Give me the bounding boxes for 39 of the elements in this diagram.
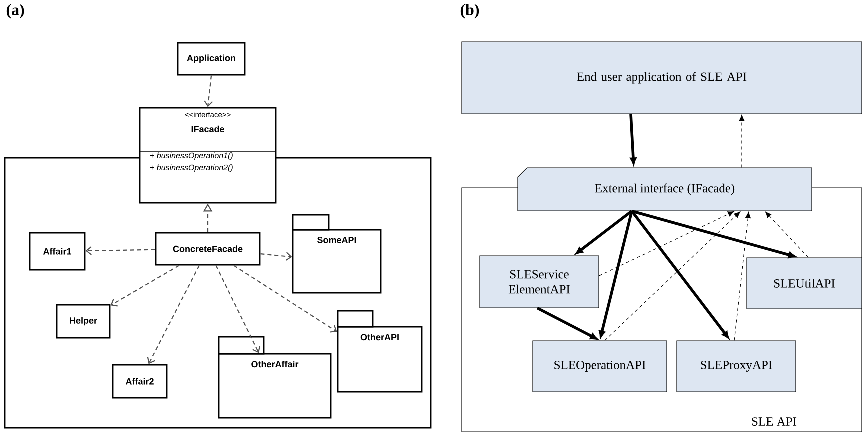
panel-label: (b) (460, 4, 480, 19)
arrow (604, 212, 740, 341)
class-box: SLEOperationAPI (532, 340, 668, 392)
class-box: Affair2 (112, 364, 168, 399)
arrow (260, 252, 292, 262)
arrow (147, 265, 200, 364)
package-box: OtherAffair (218, 336, 332, 419)
arrow (630, 210, 730, 339)
arrow (632, 210, 796, 258)
arrow (599, 210, 634, 338)
class-box: SLEService ElementAPI (480, 256, 600, 308)
class-box: End user application of SLE API (462, 42, 862, 114)
arrow (599, 211, 734, 276)
arrow (765, 212, 809, 258)
arrow (216, 265, 261, 354)
frame-label: SLE API (752, 418, 797, 426)
class-box: Application (177, 42, 246, 76)
class-box (139, 107, 277, 204)
arrow (204, 76, 214, 108)
class-box: Helper (56, 304, 111, 339)
arrow (734, 212, 751, 341)
arrow (576, 210, 633, 254)
panel-label: (a) (6, 4, 24, 19)
package-box: SomeAPI (292, 214, 382, 294)
arrow (536, 307, 598, 340)
class-box: SLEProxyAPI (676, 340, 796, 392)
class-name: IFacade (192, 126, 224, 133)
arrow (86, 246, 156, 256)
class-box: SLEUtilAPI (746, 258, 862, 310)
arrow (234, 265, 338, 333)
class-box: Affair1 (29, 232, 86, 271)
method-label: + businessOperation2() (150, 164, 233, 172)
package-box: OtherAPI (337, 310, 423, 393)
interface-box: External interface (IFacade) (518, 168, 812, 212)
arrow (739, 115, 745, 168)
arrow (110, 265, 180, 307)
arrow (630, 114, 637, 165)
method-label: + businessOperation1() (150, 152, 233, 160)
class-box: ConcreteFacade (155, 232, 261, 266)
